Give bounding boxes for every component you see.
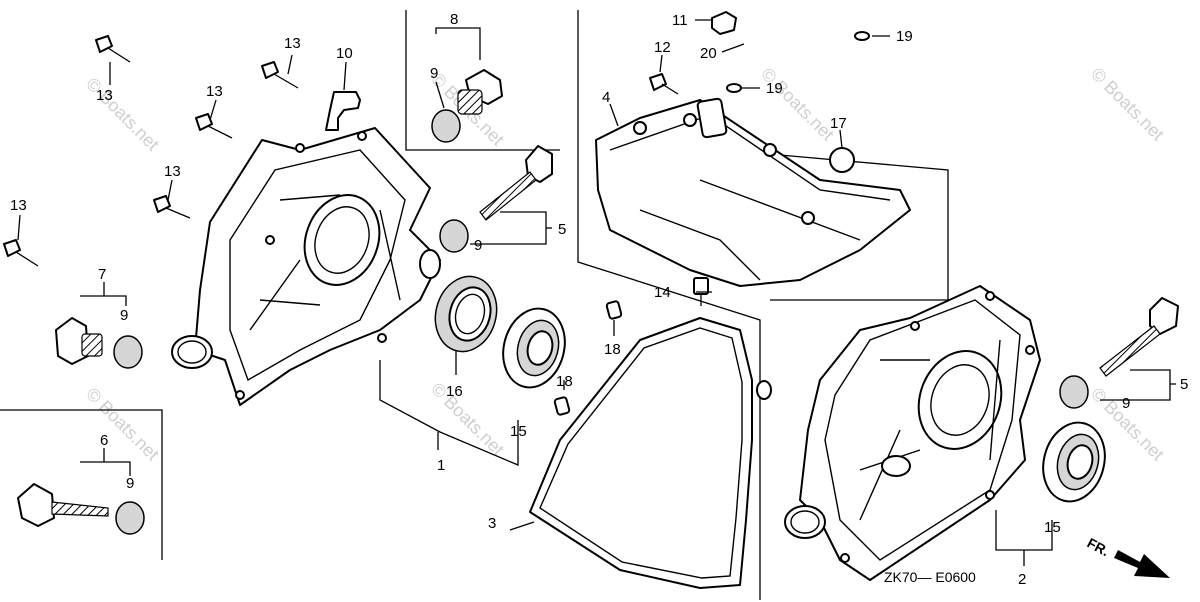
front-arrow-icon: [1114, 550, 1170, 578]
callout-9-cap[interactable]: 9: [430, 65, 438, 82]
bolt-13-c[interactable]: [195, 113, 233, 139]
callout-17[interactable]: 17: [830, 115, 847, 132]
bolt-13-b[interactable]: [261, 61, 299, 89]
bolt-13-d[interactable]: [153, 195, 191, 219]
crankcase-cover-left[interactable]: [171, 127, 441, 406]
bolt-13-a[interactable]: [95, 35, 131, 63]
crankcase-cover-right[interactable]: [784, 285, 1041, 581]
callout-8[interactable]: 8: [450, 11, 458, 28]
callout-18-a[interactable]: 18: [604, 341, 621, 358]
callout-19-b[interactable]: 19: [766, 80, 783, 97]
callout-13-a[interactable]: 13: [96, 87, 113, 104]
dowel-pin-18-b[interactable]: [553, 396, 571, 416]
o-ring-9-left-top[interactable]: [113, 335, 143, 369]
watermark: © Boats.net: [82, 74, 163, 155]
o-ring-9-right[interactable]: [1059, 375, 1089, 409]
front-direction-indicator: FR.: [1085, 535, 1170, 578]
fuel-tank-4[interactable]: [595, 97, 911, 287]
callout-6[interactable]: 6: [100, 432, 108, 449]
watermark: © Boats.net: [427, 379, 508, 460]
clip-11[interactable]: [711, 11, 737, 35]
callout-16[interactable]: 16: [446, 383, 463, 400]
drawing-code: ZK70— E0600: [884, 569, 976, 585]
callout-11[interactable]: 11: [672, 12, 688, 29]
oil-dipstick-5-right[interactable]: [1099, 297, 1179, 377]
callout-19-a[interactable]: 19: [896, 28, 913, 45]
oil-filler-cap-8[interactable]: [431, 69, 503, 143]
gasket-3[interactable]: [529, 317, 753, 589]
leader-lines: [17, 19, 1176, 566]
callout-3[interactable]: 3: [488, 515, 496, 532]
callout-4[interactable]: 4: [602, 89, 610, 106]
callout-13-e[interactable]: 13: [10, 197, 27, 214]
callout-9-right[interactable]: 9: [1122, 395, 1130, 412]
packing-17[interactable]: [829, 147, 855, 173]
watermark: © Boats.net: [757, 64, 838, 145]
watermark: © Boats.net: [1087, 64, 1168, 145]
bolt-14[interactable]: [693, 277, 709, 306]
o-ring-9-left-bottom[interactable]: [115, 501, 145, 535]
bracket-10[interactable]: [325, 91, 361, 131]
callout-1[interactable]: 1: [437, 457, 445, 474]
callout-13-d[interactable]: 13: [164, 163, 181, 180]
callout-13-c[interactable]: 13: [206, 83, 223, 100]
callout-13-b[interactable]: 13: [284, 35, 301, 52]
callout-2[interactable]: 2: [1018, 571, 1026, 588]
callout-9-center[interactable]: 9: [474, 237, 482, 254]
bearing-15-right[interactable]: [1035, 416, 1114, 509]
tube-clip-19-a[interactable]: [854, 31, 870, 41]
oil-filler-cap-7[interactable]: [55, 317, 143, 369]
callout-9-left-top[interactable]: 9: [120, 307, 128, 324]
callout-7[interactable]: 7: [98, 266, 106, 283]
callout-10[interactable]: 10: [336, 45, 353, 62]
callout-20[interactable]: 20: [700, 45, 717, 62]
dowel-pin-18-a[interactable]: [605, 300, 623, 320]
oil-dipstick-6[interactable]: [17, 483, 145, 535]
callout-5-center[interactable]: 5: [558, 221, 566, 238]
callout-15-right[interactable]: 15: [1044, 519, 1061, 536]
callouts: 1 2 3 4 5 5 6 7 8 9 9 9 9 9 10 11 12 13 …: [10, 11, 1188, 588]
oil-dipstick-5-center[interactable]: [479, 145, 553, 221]
direction-label: FR.: [1085, 535, 1112, 560]
o-ring[interactable]: [756, 380, 772, 400]
fuel-tube-20[interactable]: [734, 9, 834, 81]
callout-15-left[interactable]: 15: [510, 423, 527, 440]
callout-18-b[interactable]: 18: [556, 373, 573, 390]
watermark: © Boats.net: [82, 384, 163, 465]
callout-5-right[interactable]: 5: [1180, 376, 1188, 393]
oil-seal-16[interactable]: [427, 270, 505, 359]
callout-14[interactable]: 14: [654, 284, 671, 301]
bolt-13-e[interactable]: [3, 239, 39, 267]
o-ring-9-center[interactable]: [439, 219, 469, 253]
callout-9-left-bottom[interactable]: 9: [126, 475, 134, 492]
bearing-15-left[interactable]: [495, 302, 574, 395]
callout-12[interactable]: 12: [654, 39, 671, 56]
tube-clip-19-b[interactable]: [726, 83, 742, 93]
group-boundary-lines: [0, 10, 949, 600]
bolt-12[interactable]: [649, 73, 679, 95]
